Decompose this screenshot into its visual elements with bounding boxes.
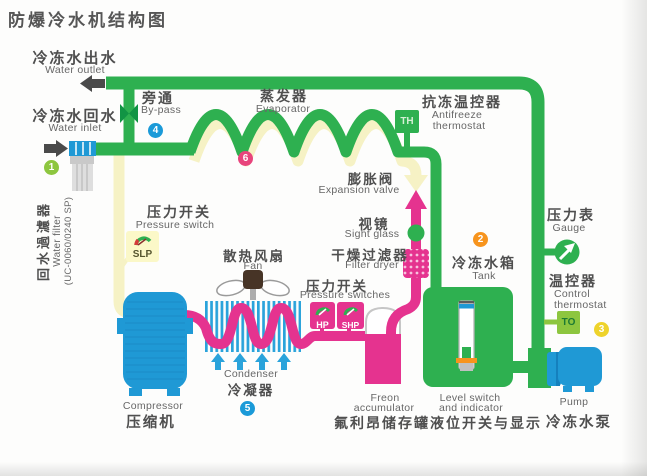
label-sight-glass-en: Sight glass (344, 228, 400, 240)
label-control-thermostat-en1: Control (554, 288, 590, 300)
gauge-needle-icon (133, 236, 151, 246)
th-antifreeze-thermostat-badge: TH (395, 110, 419, 133)
marker-6: 6 (238, 151, 253, 166)
label-gauge-en: Gauge (552, 222, 586, 234)
label-gauge-zh: 压力表 (547, 207, 595, 223)
shp-badge-label: SHP (341, 320, 360, 330)
to-badge-label: TO (561, 317, 576, 328)
pump-component (528, 347, 602, 392)
label-pressure-switch-zh: 压力开关 (147, 204, 211, 220)
label-compressor-en: Compressor (122, 400, 184, 412)
label-antifreeze-en2: thermostat (432, 120, 486, 132)
label-freon-en2: accumulator (353, 402, 415, 414)
discharge-line-condenser-coil (183, 303, 371, 349)
label-expansion-valve-zh: 膨胀阀 (347, 172, 395, 187)
marker-4: 4 (148, 123, 163, 138)
label-level-en2: and indicator (438, 402, 504, 414)
bypass-valve-icon (120, 104, 129, 123)
label-water-filter-rotated: 回水過濾器 Water filter (UC-0060/0240 SP) (33, 185, 95, 297)
level-indicator (456, 300, 477, 371)
liquid-line (386, 209, 421, 346)
fan-component (216, 270, 290, 300)
label-tank-en: Tank (472, 270, 496, 282)
slp-badge-label: SLP (132, 249, 153, 260)
label-water-outlet-en: Water outlet (45, 64, 105, 76)
label-water-filter-en: Water filter (52, 215, 63, 267)
label-pump-zh: 冷冻水泵 (546, 415, 612, 431)
label-pressure-switches-en: Pressure switches (299, 289, 391, 301)
label-control-thermostat-zh: 温控器 (549, 273, 597, 289)
hp-badge-label: HP (316, 320, 329, 330)
label-antifreeze-en1: Antifreeze (431, 109, 483, 121)
label-filter-dryer-en: Filter dryer (345, 259, 399, 271)
label-evaporator-zh: 蒸发器 (260, 88, 308, 104)
label-freon-en1: Freon (370, 392, 400, 404)
label-compressor-zh: 压缩机 (126, 415, 176, 431)
slp-pressure-switch-badge: SLP (126, 231, 159, 262)
label-water-inlet-en: Water inlet (48, 122, 102, 134)
water-outlet-arrow-icon (80, 75, 105, 92)
label-pressure-switch-en: Pressure switch (135, 219, 215, 231)
label-water-outlet-zh: 冷冻水出水 (32, 50, 118, 67)
filter-dryer-component (403, 249, 429, 278)
compressor-component (117, 292, 193, 396)
label-level-zh: 液位开关与显示 (430, 415, 542, 431)
label-freon-zh: 氟利昂储存罐 (334, 415, 430, 431)
label-bypass-zh: 旁通 (142, 90, 174, 106)
liquid-line-arrow-icon (405, 190, 427, 209)
condenser-air-arrows (211, 353, 291, 370)
bypass-valve-icon (129, 104, 138, 123)
pressure-gauge-icon (554, 239, 580, 265)
label-condenser-zh: 冷凝器 (227, 383, 275, 398)
label-pump-en: Pump (559, 396, 589, 408)
gauge-needle-icon (315, 307, 330, 316)
marker-5: 5 (240, 401, 255, 416)
marker-1: 1 (44, 160, 59, 175)
label-water-inlet-zh: 冷冻水回水 (32, 108, 118, 125)
label-filter-dryer-zh: 干燥过滤器 (331, 248, 409, 263)
label-sight-glass-zh: 视镜 (358, 217, 390, 232)
label-pressure-switches-zh: 压力开关 (306, 279, 368, 294)
pipe-outlet-to-pump (106, 76, 545, 352)
label-water-filter-zh: 回水過濾器 (36, 201, 51, 282)
marker-2: 2 (473, 232, 488, 247)
water-filter-component (69, 141, 96, 191)
label-tank-zh: 冷冻水箱 (452, 255, 516, 271)
label-antifreeze-zh: 抗冻温控器 (422, 94, 502, 110)
sight-glass-component (407, 224, 425, 242)
th-badge-label: TH (400, 116, 414, 127)
label-fan-zh: 散热风扇 (223, 249, 285, 264)
to-control-thermostat-badge: TO (557, 311, 580, 334)
label-condenser-en: Condenser (223, 368, 279, 380)
label-fan-en: Fan (243, 260, 263, 272)
page-title: 防爆冷水机结构图 (8, 11, 168, 30)
label-water-filter-model: (UC-0060/0240 SP) (63, 196, 74, 286)
label-level-en1: Level switch (439, 392, 501, 404)
evaporator-water-coil (184, 109, 442, 292)
marker-3: 3 (594, 322, 609, 337)
label-bypass-en: By-pass (141, 104, 182, 116)
expansion-inlet-arrow-icon (404, 175, 428, 192)
label-evaporator-en: Evaporator (255, 103, 311, 115)
water-inlet-arrow-icon (44, 140, 68, 157)
label-control-thermostat-en2: thermostat (554, 299, 607, 311)
label-expansion-valve-en: Expansion valve (318, 184, 400, 196)
shp-pressure-switch-badge: SHP (337, 302, 364, 330)
gauge-needle-icon (343, 307, 358, 316)
hp-pressure-switch-badge: HP (310, 302, 335, 330)
